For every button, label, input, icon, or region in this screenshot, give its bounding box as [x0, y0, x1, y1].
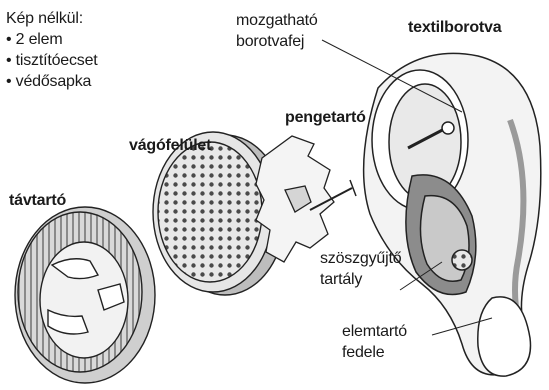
not-pictured-notes: Kép nélkül: 2 elem tisztítóecset védősap…: [6, 8, 98, 92]
label-movable-head-line2: borotvafej: [236, 31, 318, 52]
label-battery-cover-line1: elemtartó: [342, 321, 407, 342]
not-pictured-list: 2 elem tisztítóecset védősapka: [6, 29, 98, 92]
label-lint-container-line2: tartály: [320, 269, 401, 290]
label-spacer: távtartó: [9, 190, 66, 211]
not-pictured-item: védősapka: [6, 71, 98, 92]
not-pictured-item: tisztítóecset: [6, 50, 98, 71]
label-lint-container-line1: szöszgyűjtő: [320, 248, 401, 269]
label-device: textilborotva: [408, 17, 501, 38]
label-movable-head: mozgatható borotvafej: [236, 10, 318, 52]
label-movable-head-line1: mozgatható: [236, 10, 318, 31]
not-pictured-item: 2 elem: [6, 29, 98, 50]
label-cutting-surface: vágófelület: [129, 135, 211, 156]
spacer-ring-illustration: [15, 207, 155, 383]
not-pictured-heading: Kép nélkül:: [6, 8, 98, 29]
blade-holder-illustration: [256, 136, 356, 262]
label-lint-container: szöszgyűjtő tartály: [320, 248, 401, 290]
label-blade-holder: pengetartó: [285, 107, 366, 128]
label-battery-cover: elemtartó fedele: [342, 321, 407, 363]
label-battery-cover-line2: fedele: [342, 342, 407, 363]
